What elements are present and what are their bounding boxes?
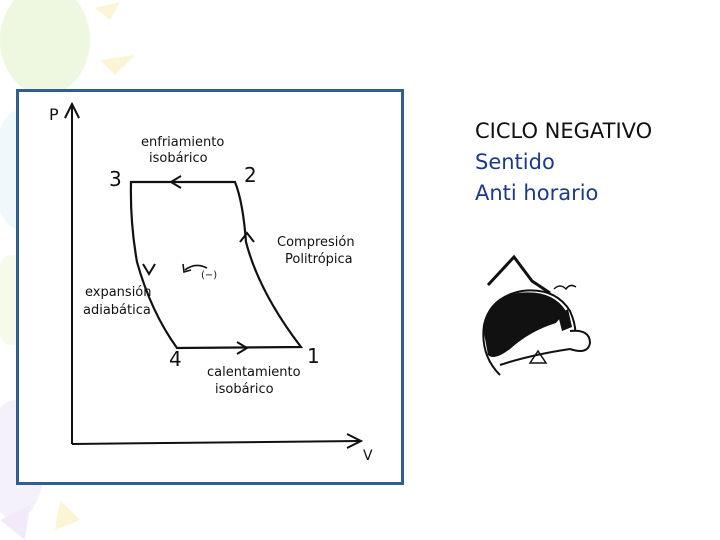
label-left-line2: adiabática bbox=[83, 303, 151, 318]
cartoon-hand bbox=[558, 309, 572, 331]
label-right-line2: Politrópica bbox=[285, 252, 353, 267]
y-axis-arrow bbox=[64, 101, 80, 119]
decor-ray bbox=[55, 500, 80, 530]
y-axis-label: P bbox=[49, 105, 59, 124]
point-2-label: 2 bbox=[244, 163, 257, 187]
pv-diagram-frame: P V (−) 3 2 1 4 enfriamiento isobárico C… bbox=[16, 89, 404, 485]
label-left-line1: expansión bbox=[85, 285, 152, 300]
label-bottom-line2: isobárico bbox=[215, 382, 274, 397]
x-axis bbox=[71, 440, 360, 445]
pv-diagram: P V (−) 3 2 1 4 enfriamiento isobárico C… bbox=[49, 101, 373, 464]
cartoon-hair bbox=[484, 292, 566, 357]
point-3-label: 3 bbox=[109, 167, 122, 191]
decor-ray bbox=[100, 55, 135, 75]
center-rotation-arrowhead bbox=[182, 263, 192, 274]
label-top-line1: enfriamiento bbox=[141, 135, 224, 150]
arrow-top bbox=[169, 175, 182, 189]
cartoon-head bbox=[482, 289, 577, 376]
point-4-label: 4 bbox=[169, 347, 182, 371]
caption-title: CICLO NEGATIVO bbox=[475, 119, 653, 143]
cycle-caption: CICLO NEGATIVO Sentido Anti horario bbox=[475, 116, 715, 209]
decor-swirl bbox=[0, 0, 90, 95]
arrow-left bbox=[142, 263, 156, 276]
cycle-path bbox=[129, 180, 304, 350]
center-mark: (−) bbox=[201, 270, 217, 281]
point-1-label: 1 bbox=[307, 344, 320, 368]
cartoon-face-line bbox=[499, 348, 571, 366]
center-rotation-arrow bbox=[184, 264, 208, 271]
cartoon-hair-tuft bbox=[486, 254, 551, 295]
x-axis-arrow bbox=[346, 433, 364, 449]
label-bottom-line1: calentamiento bbox=[207, 365, 301, 380]
x-axis-label: V bbox=[363, 448, 373, 464]
decor-ray bbox=[0, 505, 30, 540]
caption-direction-value: Anti horario bbox=[475, 181, 599, 205]
arrow-right bbox=[239, 231, 255, 243]
cartoon-squiggle bbox=[553, 284, 577, 291]
cartoon-mouth bbox=[528, 349, 548, 364]
cartoon-nose bbox=[569, 329, 592, 352]
arrow-bottom bbox=[236, 341, 249, 355]
caption-direction-label: Sentido bbox=[475, 150, 555, 174]
label-right-line1: Compresión bbox=[277, 235, 355, 250]
decor-ray bbox=[95, 2, 120, 20]
cartoon-character-image bbox=[482, 254, 592, 376]
label-top-line2: isobárico bbox=[149, 151, 208, 166]
